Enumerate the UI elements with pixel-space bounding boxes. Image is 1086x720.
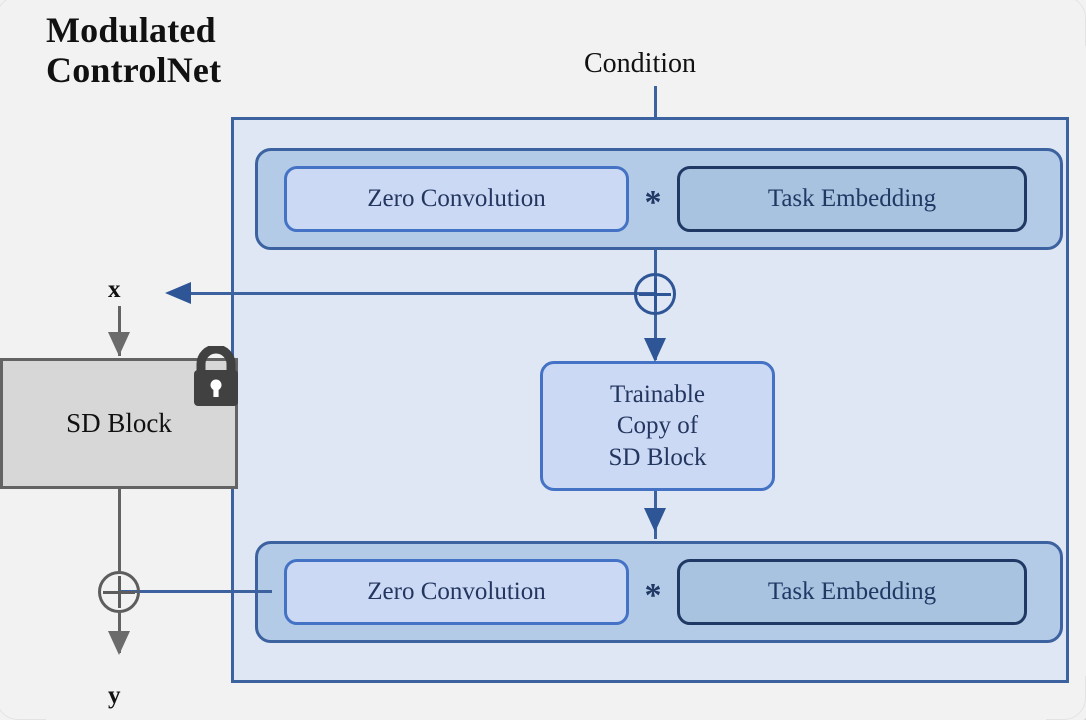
modulation-row-bottom: Zero Convolution * Task Embedding xyxy=(255,541,1063,643)
trainable-copy-arrowhead-icon xyxy=(644,338,666,362)
skip-arrowhead-icon xyxy=(165,282,191,304)
connector-x-to-sdblock xyxy=(118,306,121,356)
condition-label: Condition xyxy=(584,48,697,79)
sdblock-arrowhead-icon xyxy=(108,332,130,356)
output-arrowhead-icon xyxy=(108,631,130,655)
connector-toprow-to-add xyxy=(654,250,657,280)
add-operator-middle-icon xyxy=(634,273,676,315)
bottomrow-arrowhead-icon xyxy=(644,508,666,532)
output-y-label: y xyxy=(108,682,121,709)
diagram-title: Modulated ControlNet xyxy=(46,10,222,91)
zero-convolution-bottom: Zero Convolution xyxy=(284,559,629,625)
zero-convolution-top: Zero Convolution xyxy=(284,166,629,232)
condition-connector xyxy=(654,86,657,134)
add-operator-output-icon xyxy=(98,571,140,613)
frame-mask-top xyxy=(46,0,1046,6)
frame-mask-right xyxy=(1080,46,1086,676)
trainable-copy-block: Trainable Copy of SD Block xyxy=(540,361,775,491)
frame-mask-bottom xyxy=(46,714,1046,720)
connector-add-to-trainable-copy xyxy=(654,308,657,360)
task-embedding-top: Task Embedding xyxy=(677,166,1027,232)
sd-block: SD Block xyxy=(0,358,238,489)
connector-bottomrow-to-output-add xyxy=(120,590,272,593)
connector-skip-to-x xyxy=(170,292,656,295)
input-x-label: x xyxy=(108,276,121,303)
task-embedding-bottom: Task Embedding xyxy=(677,559,1027,625)
modulation-row-top: Zero Convolution * Task Embedding xyxy=(255,148,1063,250)
lock-icon xyxy=(194,346,238,406)
connector-sdblock-to-add xyxy=(118,489,121,571)
